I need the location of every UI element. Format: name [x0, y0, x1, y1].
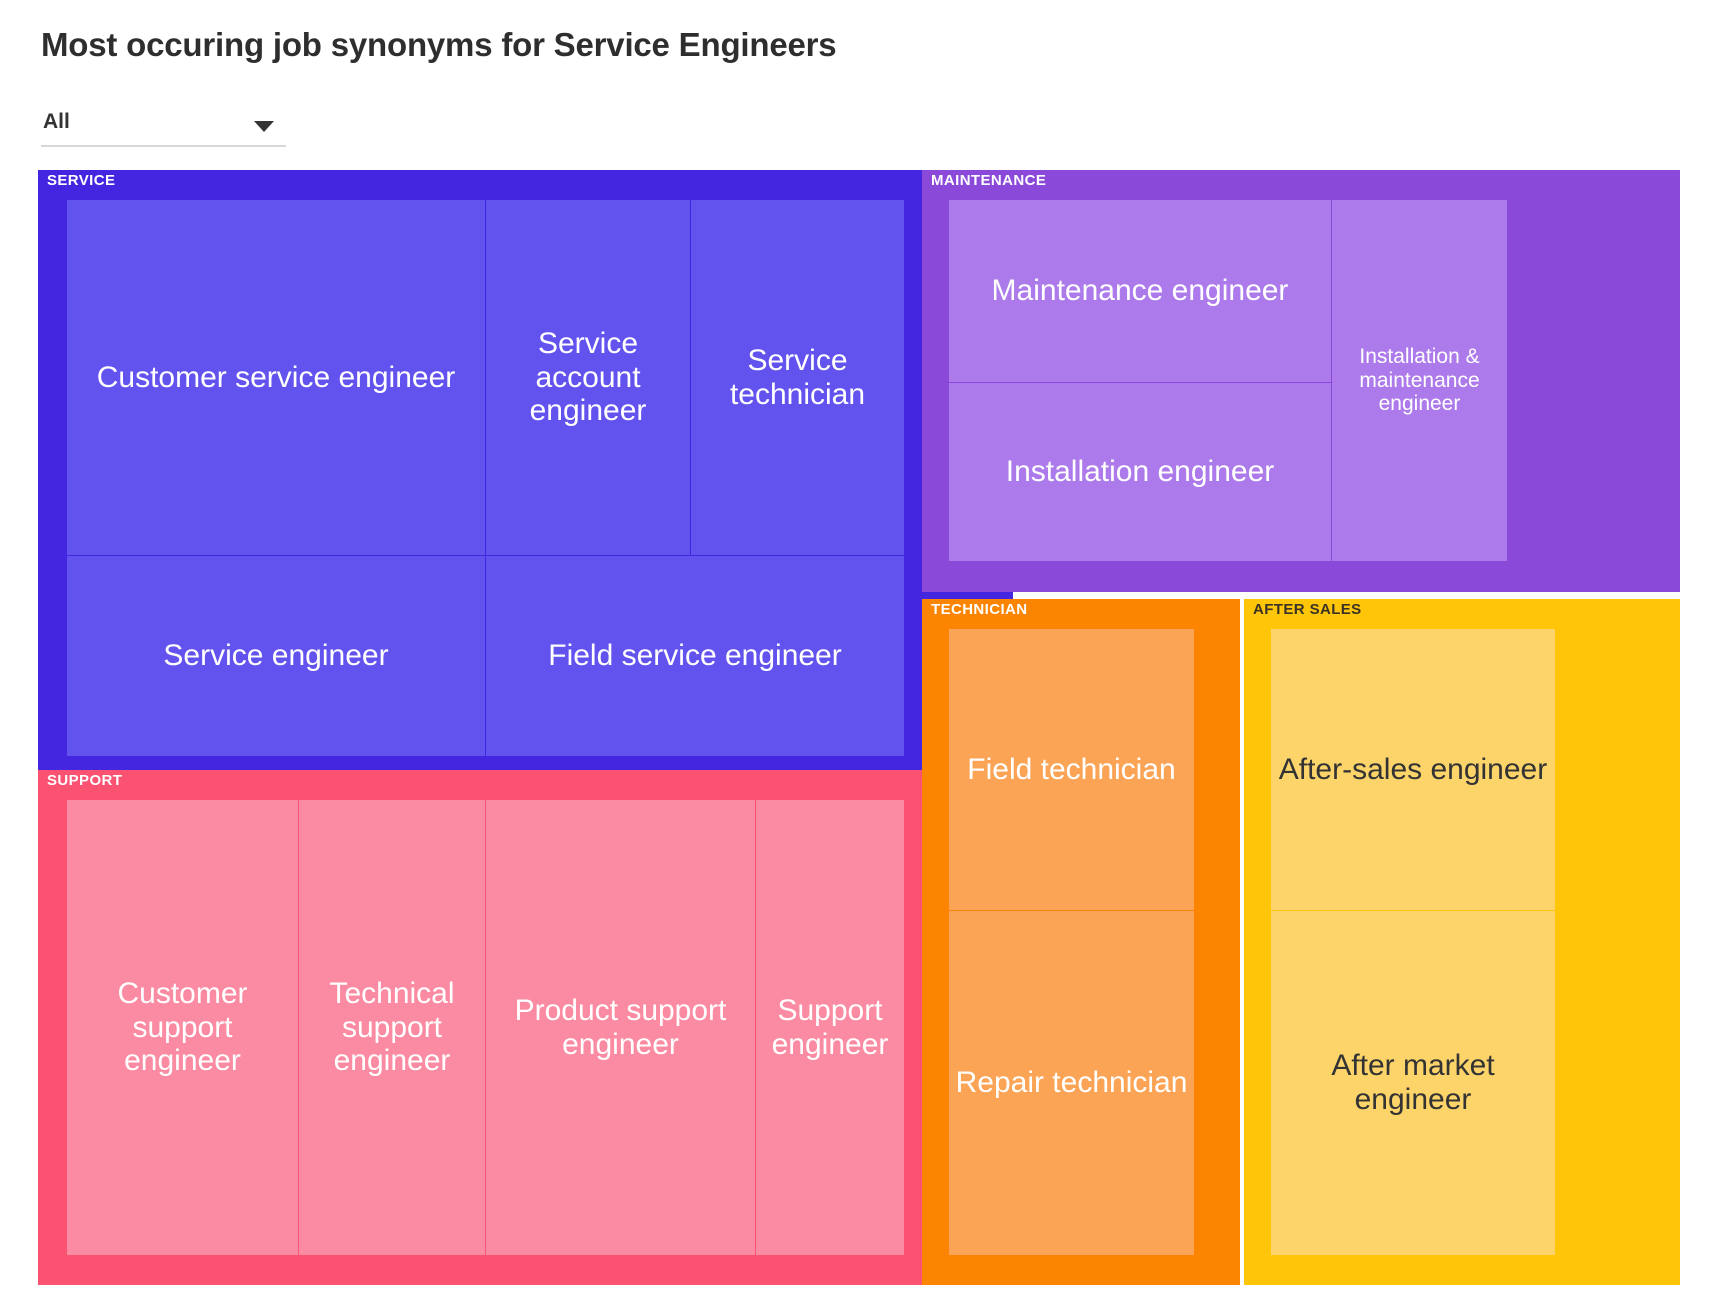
tile-label: Field technician [967, 752, 1176, 786]
group-header-service: SERVICE [47, 172, 116, 189]
tile-label: Field service engineer [548, 639, 842, 673]
treemap-group-after-sales[interactable]: AFTER SALES After-sales engineer After m… [1244, 599, 1680, 1285]
tile-label: Technical support engineer [329, 977, 455, 1078]
tile-label: Customer support engineer [117, 977, 248, 1078]
chevron-down-icon [254, 121, 274, 132]
treemap-tile[interactable]: Customer support engineer [67, 800, 298, 1255]
page-title: Most occuring job synonyms for Service E… [41, 26, 837, 63]
group-header-after-sales: AFTER SALES [1253, 601, 1362, 618]
tile-label: After market engineer [1331, 1049, 1495, 1116]
filter-dropdown[interactable]: All [41, 107, 286, 147]
treemap-tile[interactable]: Field technician [949, 629, 1194, 910]
tile-label: Installation engineer [1005, 455, 1275, 489]
tile-label: Installation & maintenance engineer [1359, 345, 1480, 416]
treemap-tile[interactable]: Service account engineer [486, 200, 690, 555]
treemap-group-technician[interactable]: TECHNICIAN Field technician Repair techn… [922, 599, 1240, 1285]
tile-label: Product support engineer [514, 993, 727, 1061]
treemap-tile[interactable]: Service engineer [67, 556, 485, 756]
group-header-technician: TECHNICIAN [931, 601, 1028, 618]
tile-label: Service account engineer [529, 327, 647, 428]
treemap-tile[interactable]: Support engineer [756, 800, 904, 1255]
tile-label: Support engineer [771, 993, 889, 1061]
treemap-tile[interactable]: Repair technician [949, 911, 1194, 1255]
tile-label: Service engineer [163, 639, 389, 673]
treemap-tile[interactable]: Installation & maintenance engineer [1332, 200, 1507, 561]
treemap-tile[interactable]: Maintenance engineer [949, 200, 1331, 382]
tile-label: Maintenance engineer [991, 274, 1289, 308]
treemap-group-maintenance[interactable]: MAINTENANCE Maintenance engineer Install… [922, 170, 1680, 592]
tile-label: Repair technician [955, 1066, 1188, 1100]
treemap-group-service[interactable]: SERVICE Customer service engineer Servic… [38, 170, 1013, 845]
treemap-tile[interactable]: Service technician [691, 200, 904, 555]
treemap-tile[interactable]: After market engineer [1271, 911, 1555, 1255]
tile-label: After-sales engineer [1278, 752, 1548, 786]
treemap-group-support[interactable]: SUPPORT Customer support engineer Techni… [38, 770, 1013, 1285]
group-header-maintenance: MAINTENANCE [931, 172, 1047, 189]
treemap-tile[interactable]: Product support engineer [486, 800, 755, 1255]
treemap-tile[interactable]: After-sales engineer [1271, 629, 1555, 910]
treemap-tile[interactable]: Technical support engineer [299, 800, 485, 1255]
filter-dropdown-value: All [43, 110, 70, 133]
tile-label: Service technician [729, 343, 866, 411]
treemap-tile[interactable]: Installation engineer [949, 383, 1331, 561]
tile-label: Customer service engineer [96, 360, 456, 394]
treemap-chart: SERVICE Customer service engineer Servic… [38, 170, 1680, 1285]
treemap-tile[interactable]: Customer service engineer [67, 200, 485, 555]
group-header-support: SUPPORT [47, 772, 123, 789]
treemap-tile[interactable]: Field service engineer [486, 556, 904, 756]
